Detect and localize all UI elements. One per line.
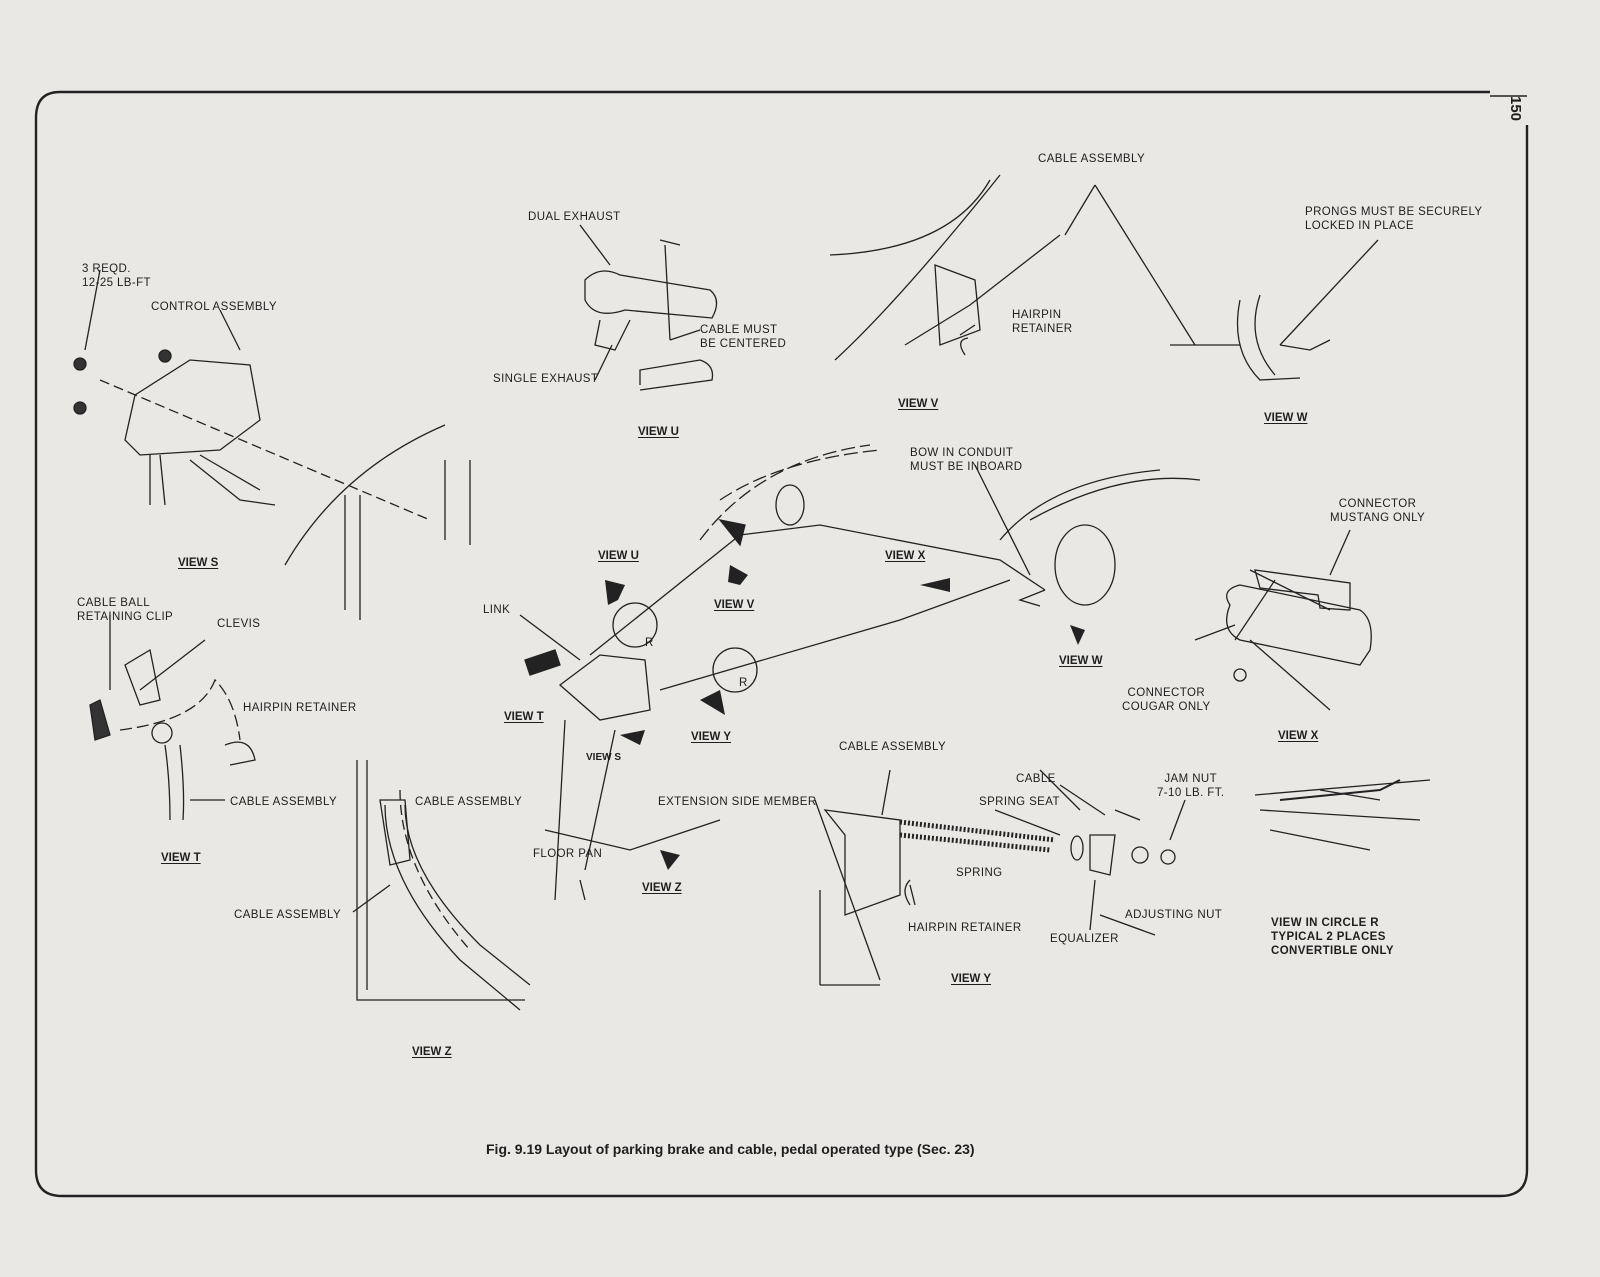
view-z-arrow-label: VIEW Z [642,882,682,894]
exhaust-drawing [579,224,718,391]
adjusting-nut-label: ADJUSTING NUT [1125,909,1223,921]
view-w-drawing [1236,239,1379,381]
view-z-title: VIEW Z [412,1046,452,1058]
view-x-title: VIEW X [1278,730,1319,742]
cable-assembly-label: CABLE ASSEMBLY [1038,153,1146,165]
link-label: LINK [483,604,511,616]
view-z-drawing [352,760,531,1011]
view-v-title: VIEW V [898,398,939,410]
bow-in-conduit-label: BOW IN CONDUIT MUST BE INBOARD [910,447,1023,473]
figure-caption: Fig. 9.19 Layout of parking brake and ca… [486,1141,975,1157]
hairpin-retainer-label: HAIRPIN RETAINER [1012,309,1073,335]
control-assembly-label: CONTROL ASSEMBLY [151,301,277,313]
jam-nut-label: JAM NUT 7-10 LB. FT. [1157,773,1225,799]
view-u-title: VIEW U [638,426,679,438]
view-v-arrow-label: VIEW V [714,599,755,611]
spring-label: SPRING [956,867,1003,879]
page-frame [34,90,1529,1198]
view-t-title: VIEW T [161,852,201,864]
view-y-drawing [814,769,1186,986]
leader-lines [519,614,1236,836]
equalizer-label: EQUALIZER [1050,933,1119,945]
view-w-title: VIEW W [1264,412,1308,424]
circle-r-label: R [739,677,748,689]
spring-seat-label: SPRING SEAT [979,796,1060,808]
cable-label: CABLE [1016,773,1056,785]
prongs-label: PRONGS MUST BE SECURELY LOCKED IN PLACE [1305,206,1483,232]
cable-assembly-y-label: CABLE ASSEMBLY [839,741,947,753]
view-u-arrow-label: VIEW U [598,550,639,562]
view-y-arrow-label: VIEW Y [691,731,732,743]
view-v-drawing [829,174,1240,361]
view-t-arrow-label: VIEW T [504,711,544,723]
clevis-label: CLEVIS [217,618,261,630]
circle-r-label: R [645,637,654,649]
circle-r-note: VIEW IN CIRCLE R TYPICAL 2 PLACES CONVER… [1271,917,1394,957]
floor-pan-label: FLOOR PAN [533,848,603,860]
cable-routing-drawing [524,444,1201,901]
reqd-label: 3 REQD. 12-25 LB-FT [82,263,151,289]
connector-mustang-label: CONNECTOR MUSTANG ONLY [1330,498,1426,524]
hairpin-retainer-y-label: HAIRPIN RETAINER [908,922,1022,934]
control-assembly-drawing [73,269,471,620]
cable-centered-label: CABLE MUST BE CENTERED [700,324,787,350]
hairpin-retainer-t-label: HAIRPIN RETAINER [243,702,357,714]
connector-cougar-label: CONNECTOR COUGAR ONLY [1122,687,1211,713]
cable-assembly-t-label: CABLE ASSEMBLY [230,796,338,808]
view-w-arrow-label: VIEW W [1059,655,1103,667]
extension-side-member-label: EXTENSION SIDE MEMBER [658,796,817,808]
view-t-drawing [89,615,256,821]
view-s-arrow-label: VIEW S [586,752,622,763]
page-number: 150 [1507,96,1524,122]
view-x-arrow-label: VIEW X [885,550,926,562]
cable-assembly-center-label: CABLE ASSEMBLY [415,796,523,808]
cable-ball-clip-label: CABLE BALL RETAINING CLIP [77,597,174,623]
cable-assembly-z-label: CABLE ASSEMBLY [234,909,342,921]
view-arrows [605,565,1085,870]
dual-exhaust-label: DUAL EXHAUST [528,211,621,223]
single-exhaust-label: SINGLE EXHAUST [493,373,599,385]
view-y-title: VIEW Y [951,973,992,985]
view-x-drawing [1226,529,1431,851]
view-s-title: VIEW S [178,557,219,569]
